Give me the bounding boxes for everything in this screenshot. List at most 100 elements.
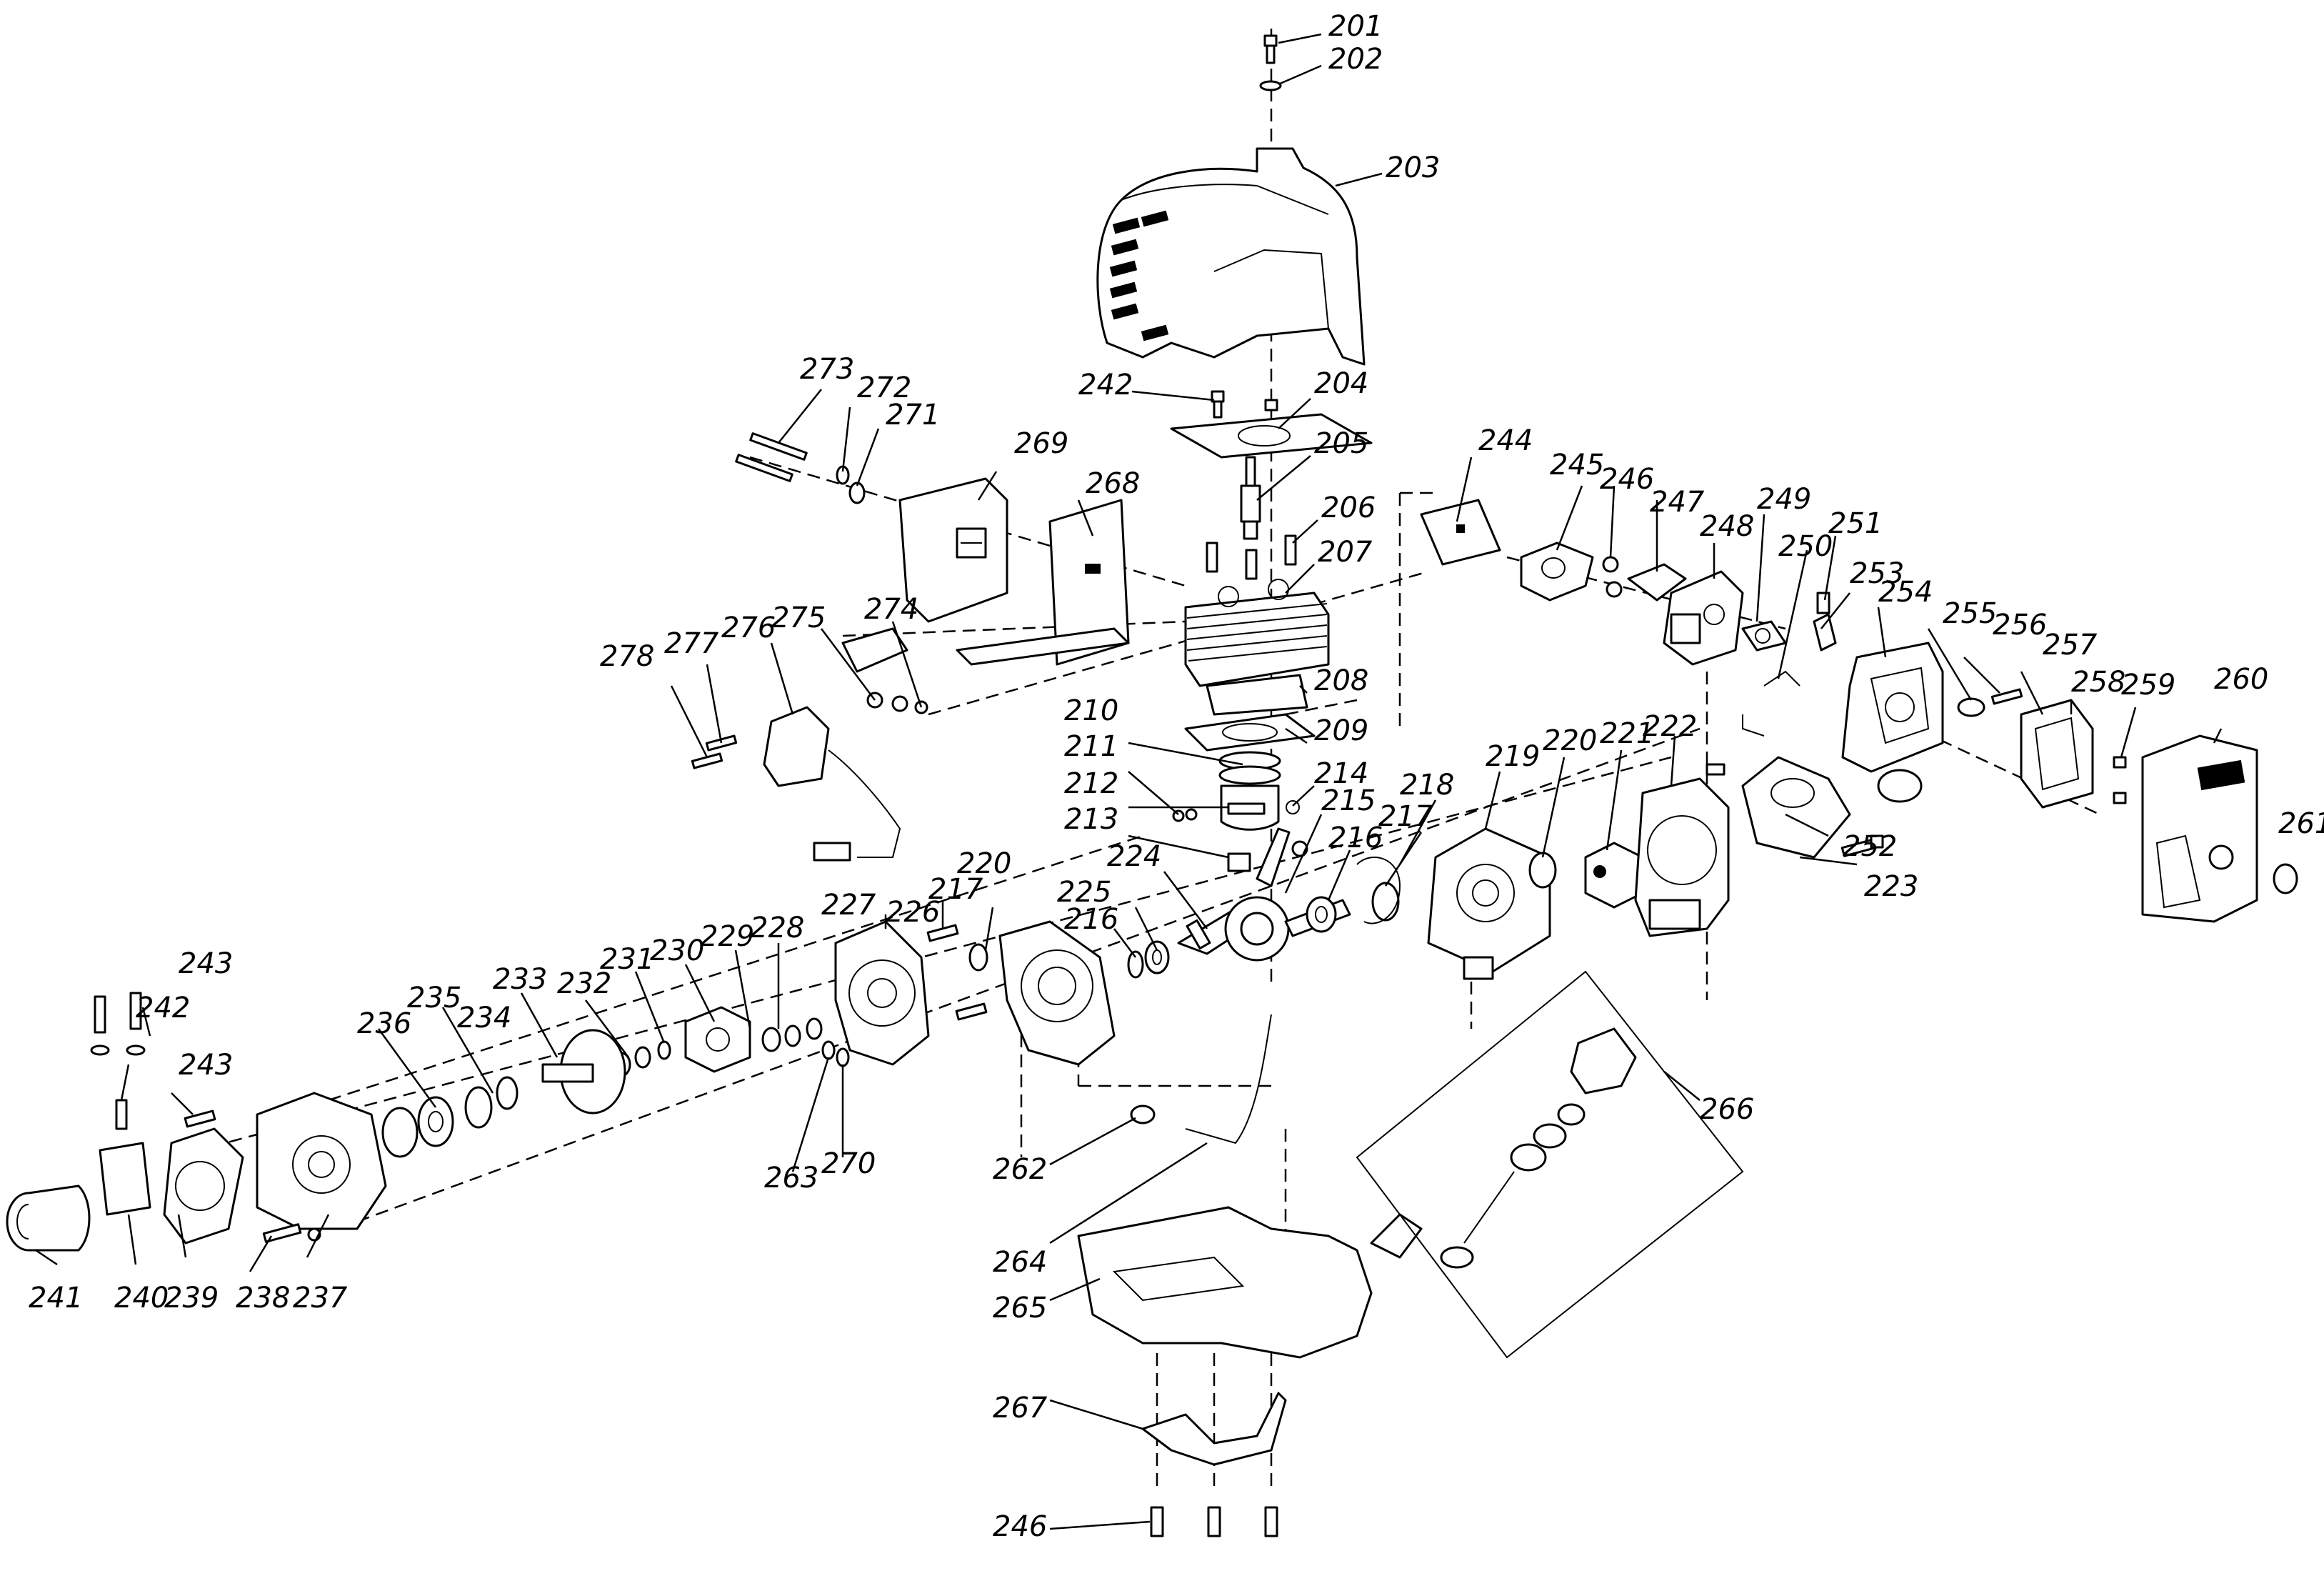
label-252: 252 [1843,830,1897,863]
cylinder [1184,579,1330,716]
label-256: 256 [1993,609,2047,642]
label-213: 213 [1064,803,1118,836]
label-275: 275 [771,602,826,634]
label-247: 247 [1650,486,1705,519]
air-filter-base [1841,642,1944,803]
label-253: 253 [1850,557,1904,590]
clutch-housing [256,1092,387,1230]
label-230: 230 [650,934,704,967]
carburetor-insulator [1520,542,1594,602]
label-206: 206 [1321,492,1376,524]
carburetor [1663,570,1744,666]
label-242-left: 242 [136,992,190,1024]
muffler-shield [956,499,1130,666]
piston-assembly [1172,751,1308,872]
label-226: 226 [886,896,940,929]
label-257: 257 [2043,629,2098,662]
tank-bracket [1141,1392,1287,1466]
clutch-drum [541,1029,626,1114]
shaft-tube [6,1184,91,1252]
muffler-bolts [735,432,866,504]
throttle-linkage [1742,592,1837,737]
flywheel [834,920,930,1066]
label-220-right: 220 [1543,724,1597,757]
air-filter-gasket [1741,620,1787,652]
label-267: 267 [993,1392,1048,1425]
label-264: 264 [993,1246,1047,1279]
air-filter-element [2020,699,2094,809]
label-261: 261 [2278,807,2324,840]
label-201: 201 [1328,10,1383,43]
crankshaft [1177,827,1351,962]
carburetor-gasket [1602,556,1687,602]
label-218: 218 [1400,769,1454,802]
cylinder-cover-plate [1170,390,1373,459]
label-278: 278 [600,640,654,673]
label-219: 219 [1486,740,1540,773]
label-241: 241 [29,1282,83,1315]
label-234: 234 [457,1002,511,1034]
label-217-left: 217 [928,873,983,906]
fuel-tank [1077,1206,1423,1359]
starter-pulley-housing [1634,763,1730,937]
crank-seal [1356,857,1401,924]
label-224: 224 [1107,840,1161,873]
label-223: 223 [1864,870,1918,903]
label-221: 221 [1600,717,1654,750]
label-248: 248 [1700,510,1754,543]
label-209: 209 [1314,714,1368,747]
label-265: 265 [993,1292,1047,1325]
label-210: 210 [1064,694,1118,727]
label-204: 204 [1314,367,1368,400]
label-242-top: 242 [1078,369,1133,402]
label-235: 235 [407,982,461,1014]
clamp-block [99,1142,151,1216]
label-270: 270 [821,1147,876,1180]
clutch-assembly [611,1006,823,1077]
label-211: 211 [1064,730,1118,763]
label-239: 239 [164,1282,219,1315]
cylinder-bolts [1206,534,1297,580]
label-228: 228 [750,912,804,944]
label-271: 271 [886,399,940,432]
air-filter-cover [2141,734,2258,923]
label-212: 212 [1064,767,1118,800]
label-276: 276 [721,612,776,644]
label-249: 249 [1757,483,1811,516]
label-215: 215 [1321,784,1376,817]
crankcase-right [1427,827,1551,980]
shaft-clamp [163,1127,244,1245]
label-251: 251 [1828,507,1883,540]
engine-cover [1096,147,1366,366]
label-216-left: 216 [1064,903,1118,936]
label-202: 202 [1328,43,1383,76]
cover-screw [1259,34,1282,91]
label-243-top: 243 [179,947,233,980]
label-238: 238 [236,1282,290,1315]
crankcase-left [926,920,1116,1066]
label-274: 274 [864,593,918,626]
tank-screws [1150,1506,1278,1537]
label-222: 222 [1643,710,1697,743]
label-217-right: 217 [1378,800,1433,833]
label-203: 203 [1386,151,1440,184]
label-266: 266 [1700,1093,1754,1126]
label-225: 225 [1057,876,1111,909]
label-246-top: 246 [1600,463,1654,496]
leader-lines [35,33,2223,1530]
spark-plug [1240,456,1261,540]
label-205: 205 [1314,427,1368,460]
fuel-line [1130,1014,1272,1144]
label-245: 245 [1550,449,1604,482]
label-272: 272 [857,371,911,404]
label-258: 258 [2071,666,2125,699]
label-244: 244 [1478,424,1533,457]
cover-screws [2113,756,2127,804]
part-number-labels: 201 202 203 242 204 205 206 207 208 209 … [29,10,2324,1543]
label-229: 229 [700,920,754,953]
black-and-decker-logo [2197,759,2245,791]
label-240: 240 [114,1282,169,1315]
clamp-screws [90,992,216,1130]
crank-bearings [1127,896,1337,979]
label-268: 268 [1086,467,1140,500]
